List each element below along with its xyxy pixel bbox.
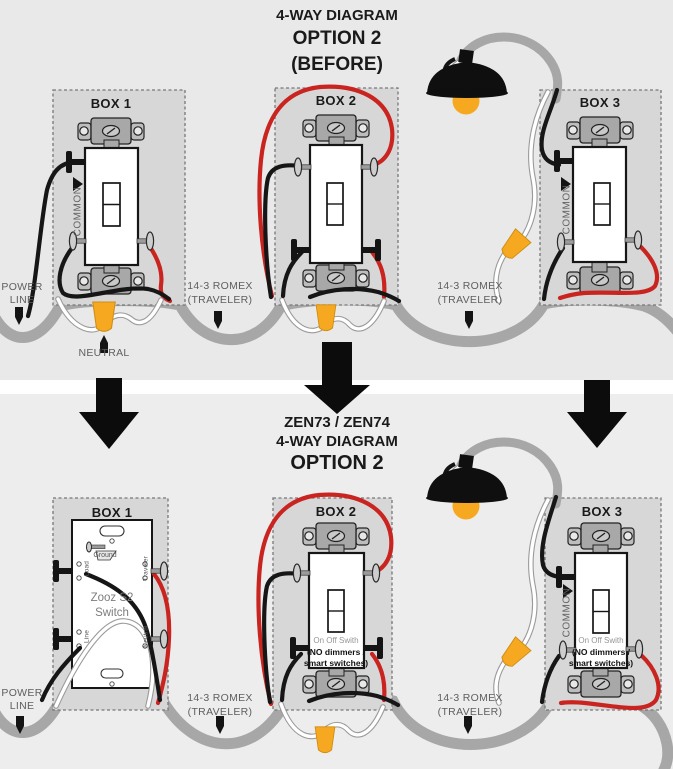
- top-romex-right-label1: 14-3 ROMEX: [437, 280, 503, 292]
- top-power-line-label1: POWER: [1, 281, 43, 293]
- paddle-icon: [100, 668, 124, 679]
- zooz-device-name-line2: Switch: [95, 607, 129, 619]
- wire-nut-icon: [92, 301, 116, 332]
- bottom-switch-2: [302, 522, 370, 698]
- bottom-romex-left-label1: 14-3 ROMEX: [187, 692, 253, 704]
- top-power-line-label2: LINE: [9, 294, 35, 306]
- bottom-box3-label: BOX 3: [581, 504, 623, 519]
- transition-arrows: [79, 342, 627, 449]
- box2-switch-note-line1: On Off Swith: [313, 636, 359, 645]
- bottom-title-line2: 4-WAY DIAGRAM: [276, 433, 398, 450]
- down-arrow-icon: [304, 342, 370, 414]
- top-box1-label: BOX 1: [90, 96, 132, 111]
- bottom-power-line-label2: LINE: [9, 700, 35, 712]
- zooz-load-label: Load: [83, 560, 91, 577]
- top-box1-common-label: COMMON: [72, 186, 84, 237]
- top-box3-common-label: COMMON: [561, 184, 573, 235]
- ground-bracket-icon: [95, 550, 117, 561]
- bottom-zooz-switch: [71, 519, 153, 689]
- bottom-romex-left-label2: (TRAVELER): [187, 706, 253, 718]
- light-fixture-bottom: [426, 454, 508, 520]
- top-box3-label: BOX 3: [579, 95, 621, 110]
- zooz-device-name-line1: Zooz S2: [90, 592, 134, 604]
- box3-switch-note-line3: smart switches): [568, 658, 634, 668]
- wire-nut-icon: [314, 726, 336, 754]
- lamp-romex-top: [456, 32, 563, 104]
- top-neutral-label: NEUTRAL: [78, 347, 130, 359]
- paddle-icon: [99, 525, 125, 537]
- bottom-switch-3: [567, 522, 635, 698]
- down-arrow-icon: [567, 380, 627, 448]
- top-box2-label: BOX 2: [315, 93, 357, 108]
- top-title-line2: OPTION 2: [292, 28, 382, 49]
- bottom-box2-label: BOX 2: [315, 504, 357, 519]
- down-arrow-icon: [79, 378, 139, 449]
- lamp-romex-bottom: [456, 437, 563, 509]
- top-switch-3: [566, 116, 634, 294]
- white-neutral-wires: [54, 90, 550, 739]
- bottom-box1-label: BOX 1: [91, 505, 133, 520]
- bottom-title-line3: OPTION 2: [290, 452, 384, 474]
- bottom-romex-right-label1: 14-3 ROMEX: [437, 692, 503, 704]
- top-romex-left-label1: 14-3 ROMEX: [187, 280, 253, 292]
- box2-switch-note-line3: smart switches): [303, 658, 369, 668]
- top-romex-left-label2: (TRAVELER): [187, 294, 253, 306]
- top-title-line1: 4-WAY DIAGRAM: [276, 7, 398, 24]
- top-romex-right-label2: (TRAVELER): [437, 294, 503, 306]
- lamp-shade-icon: [427, 467, 507, 498]
- box2-switch-note-line2: (NO dimmers /: [306, 647, 366, 657]
- wire-nut-icon: [315, 304, 337, 332]
- zooz-ground-label: Ground: [93, 552, 117, 559]
- zooz-traveler-label: Traveler: [142, 555, 150, 582]
- top-switch-2: [302, 114, 370, 292]
- bottom-power-line-label1: POWER: [1, 687, 43, 699]
- box3-switch-note-line1: On Off Swith: [578, 636, 624, 645]
- bottom-title-line1: ZEN73 / ZEN74: [284, 414, 390, 431]
- top-switch-1: [77, 117, 145, 295]
- lamp-shade-icon: [427, 62, 507, 93]
- bottom-romex-right-label2: (TRAVELER): [437, 706, 503, 718]
- box3-switch-note-line2: (NO dimmers /: [571, 647, 631, 657]
- black-wires: [25, 87, 566, 708]
- light-fixture-top: [426, 49, 508, 115]
- top-title-line3: (BEFORE): [291, 54, 383, 75]
